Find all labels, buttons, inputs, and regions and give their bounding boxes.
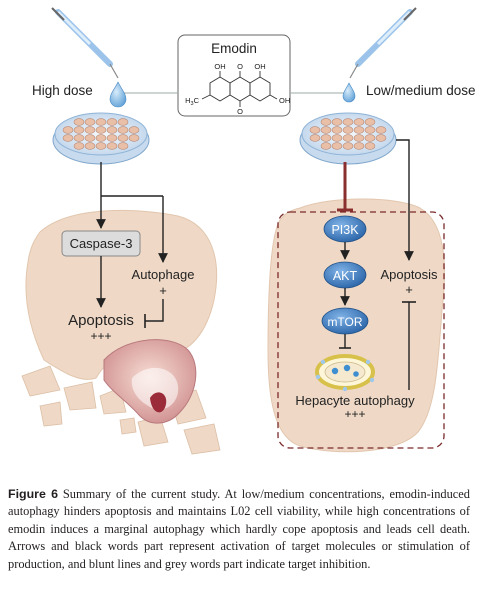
caspase-3-label: Caspase-3 — [70, 236, 133, 251]
atom-o-top: O — [237, 62, 243, 71]
right-branch-line — [396, 139, 414, 261]
autophage-level: + — [159, 283, 167, 298]
low-medium-dose-label: Low/medium dose — [366, 83, 476, 98]
atom-o-bottom: O — [237, 107, 243, 116]
high-dose-label: High dose — [32, 83, 93, 98]
pi3k-label: PI3K — [331, 223, 359, 237]
emodin-label: Emodin — [211, 41, 257, 56]
petri-dish-left-icon — [52, 112, 150, 165]
emodin-mechanism-diagram: Emodin OH O OH H3C O OH High dose Low/me… — [21, 7, 476, 455]
drop-right-icon — [342, 82, 356, 103]
emodin-box — [177, 34, 291, 117]
emodin-structure — [201, 71, 278, 107]
caption-lead: Figure 6 — [8, 487, 58, 501]
petri-dish-right-icon — [299, 112, 397, 165]
akt-label: AKT — [333, 269, 358, 283]
atom-methyl: H3C — [185, 96, 199, 107]
cell-boundary-dashed — [277, 211, 445, 449]
left-apoptosis-label: Apoptosis — [68, 312, 134, 329]
autophage-inhibits-apoptosis — [145, 299, 164, 322]
syringe-right-icon — [349, 7, 417, 79]
hepacyte-autophagy-level: +++ — [344, 407, 365, 421]
left-apoptosis-level: +++ — [90, 329, 111, 343]
atom-oh-2: OH — [254, 62, 265, 71]
right-apoptosis-level: + — [405, 282, 413, 297]
atom-oh-1: OH — [214, 62, 225, 71]
hepacyte-autophagy-label: Hepacyte autophagy — [295, 393, 415, 408]
figure-caption: Figure 6 Summary of the current study. A… — [8, 486, 470, 573]
mtor-label: mTOR — [327, 315, 362, 329]
right-apoptosis-label: Apoptosis — [380, 267, 438, 282]
autophage-label: Autophage — [132, 267, 195, 282]
atom-oh-3: OH — [279, 96, 290, 105]
autophagosome-icon — [315, 354, 375, 392]
ruptured-nucleus — [103, 339, 197, 424]
syringe-left-icon — [51, 7, 119, 79]
caption-text: Summary of the current study. At low/med… — [8, 487, 470, 571]
drop-left-icon — [109, 81, 127, 108]
